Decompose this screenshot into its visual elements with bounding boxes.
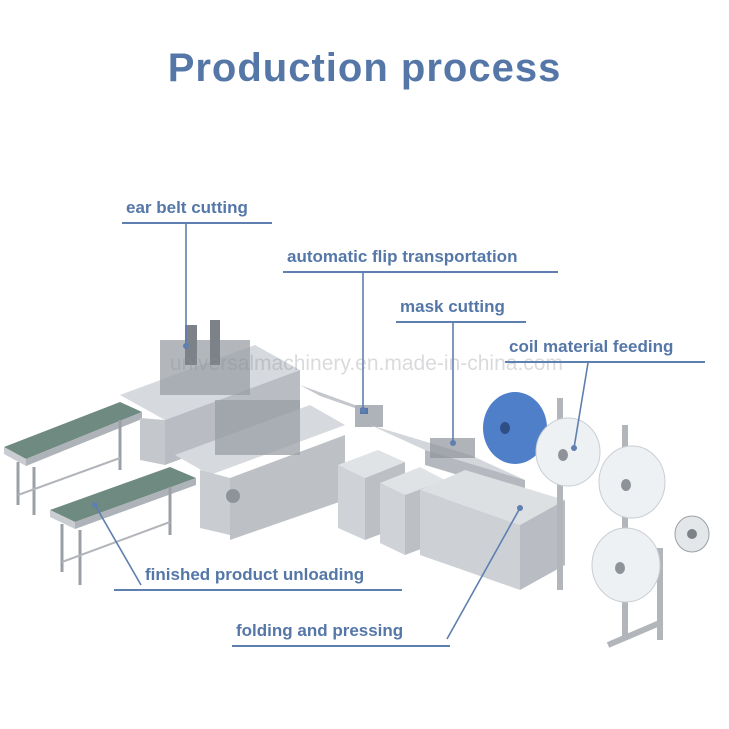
underline-folding-and-pressing — [232, 645, 450, 647]
underline-mask-cutting — [396, 321, 526, 323]
coil-blue — [483, 392, 547, 464]
leader-unloading — [94, 504, 142, 586]
label-automatic-flip-transportation: automatic flip transportation — [287, 247, 518, 266]
underline-coil-material-feeding — [505, 361, 705, 363]
leader-folding — [446, 507, 521, 640]
conveyor-upper — [4, 402, 142, 515]
label-folding-and-pressing: folding and pressing — [236, 621, 404, 640]
leader-coil-feeding — [573, 362, 589, 449]
coil-white-1 — [535, 417, 601, 487]
leader-dots — [92, 343, 577, 511]
label-ear-belt-cutting: ear belt cutting — [126, 198, 248, 217]
ear-belt-station-rear — [120, 320, 300, 465]
leader-lines — [94, 224, 589, 640]
coil-white-3 — [591, 527, 661, 603]
ear-belt-station-front — [175, 400, 345, 540]
coil-small — [674, 515, 710, 553]
watermark: universalmachinery.en.made-in-china.com — [170, 352, 563, 375]
underline-finished-product-unloading — [114, 589, 402, 591]
label-coil-material-feeding: coil material feeding — [509, 337, 674, 356]
label-finished-product-unloading: finished product unloading — [145, 565, 365, 584]
conveyor-lower — [50, 467, 196, 585]
folding-pressing-base — [420, 470, 565, 590]
underline-ear-belt-cutting — [122, 222, 272, 224]
label-mask-cutting: mask cutting — [400, 297, 505, 316]
page-title: Production process — [167, 46, 562, 90]
coil-white-2 — [598, 445, 666, 519]
underline-automatic-flip-transportation — [283, 271, 558, 273]
